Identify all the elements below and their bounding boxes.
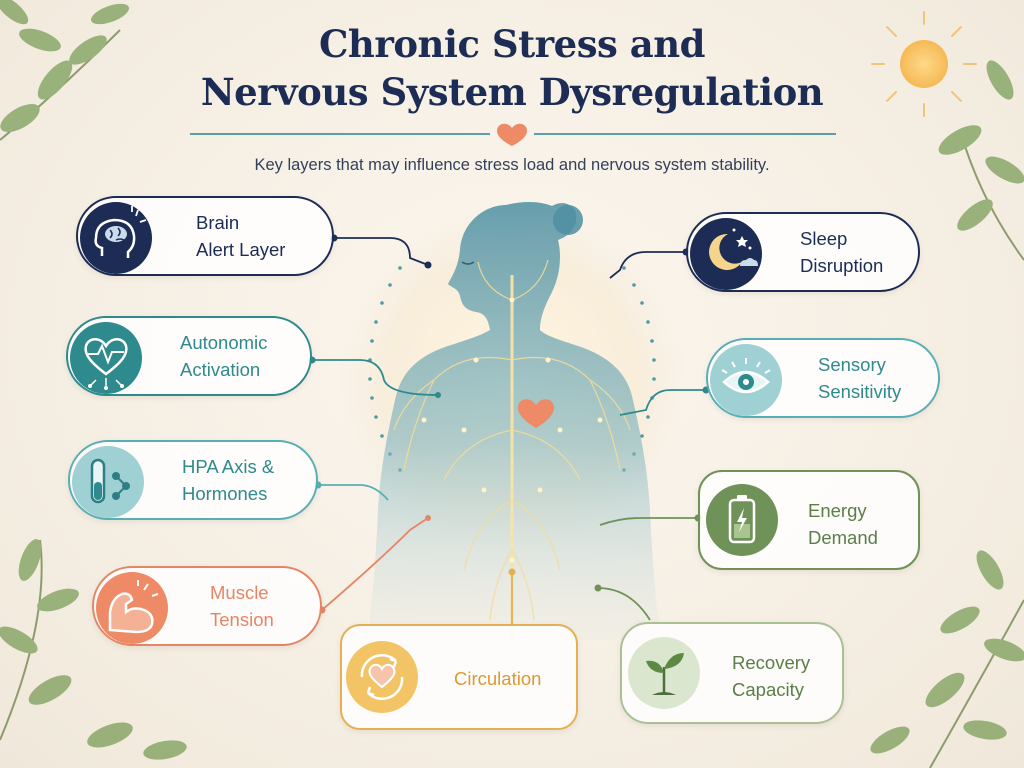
- card-muscle-line-2: Tension: [210, 609, 274, 630]
- card-brain-icon-circle: [80, 202, 152, 274]
- circular-heart-icon: [360, 654, 404, 700]
- card-sleep-line-1: Sleep: [800, 228, 848, 249]
- card-energy-label: Energy Demand: [808, 497, 878, 551]
- leaf-decoration-bottom-right: [870, 550, 1024, 768]
- card-autonomic-label: Autonomic Activation: [180, 329, 267, 383]
- card-sleep-disruption: Sleep Disruption: [686, 212, 920, 292]
- card-muscle-tension: Muscle Tension: [92, 566, 322, 646]
- card-muscle-label: Muscle Tension: [210, 579, 274, 633]
- card-hpa-icon-circle: [72, 446, 144, 518]
- title-rule-right: [534, 133, 836, 135]
- test-tube-molecule-icon: [90, 458, 130, 504]
- card-sleep-label: Sleep Disruption: [800, 225, 883, 279]
- card-energy-line-2: Demand: [808, 527, 878, 548]
- sprout-icon: [646, 653, 684, 695]
- card-brain-label: Brain Alert Layer: [196, 209, 285, 263]
- card-hpa-label: HPA Axis & Hormones: [182, 453, 274, 507]
- leaf-decoration-top-right: [938, 60, 1024, 261]
- card-autonomic-line-2: Activation: [180, 359, 261, 380]
- eye-icon: [721, 358, 771, 394]
- heartbeat-icon: [84, 338, 128, 390]
- card-brain-alert-layer: Brain Alert Layer: [76, 196, 334, 276]
- card-sensory-line-1: Sensory: [818, 354, 886, 375]
- brain-head-icon: [94, 206, 147, 258]
- card-circulation-label: Circulation: [454, 665, 541, 692]
- card-muscle-line-1: Muscle: [210, 582, 269, 603]
- card-muscle-icon-circle: [96, 572, 168, 644]
- card-hpa-line-1: HPA Axis &: [182, 456, 275, 477]
- title-line-1: Chronic Stress and: [318, 22, 706, 66]
- card-circulation: Circulation: [340, 624, 578, 730]
- sun-icon: [871, 11, 977, 117]
- card-hpa-axis-hormones: HPA Axis & Hormones: [68, 440, 318, 520]
- card-sleep-icon-circle: [690, 218, 762, 290]
- card-recovery-icon-circle: [628, 637, 700, 709]
- leaf-decoration-bottom-left: [0, 539, 187, 760]
- card-recovery-label: Recovery Capacity: [732, 649, 810, 703]
- card-circulation-line-1: Circulation: [454, 668, 542, 689]
- moon-stars-icon: [709, 228, 758, 270]
- battery-bolt-icon: [728, 495, 756, 544]
- card-autonomic-activation: Autonomic Activation: [66, 316, 312, 396]
- card-energy-demand: Energy Demand: [698, 470, 920, 570]
- card-recovery-line-2: Capacity: [732, 679, 804, 700]
- card-sensory-sensitivity: Sensory Sensitivity: [706, 338, 940, 418]
- card-circulation-icon-circle: [346, 641, 418, 713]
- card-hpa-line-2: Hormones: [182, 483, 268, 504]
- card-autonomic-icon-circle: [70, 322, 142, 394]
- leaf-decoration-top-left: [0, 0, 129, 141]
- card-brain-line-2: Alert Layer: [196, 239, 286, 260]
- card-autonomic-line-1: Autonomic: [180, 332, 268, 353]
- card-energy-line-1: Energy: [808, 500, 867, 521]
- card-recovery-capacity: Recovery Capacity: [620, 622, 844, 724]
- title-rule-left: [190, 133, 490, 135]
- subtitle: Key layers that may influence stress loa…: [254, 156, 770, 174]
- card-recovery-line-1: Recovery: [732, 652, 811, 673]
- card-sleep-line-2: Disruption: [800, 255, 884, 276]
- flexed-arm-icon: [108, 580, 159, 634]
- card-sensory-line-2: Sensitivity: [818, 381, 902, 402]
- card-sensory-label: Sensory Sensitivity: [818, 351, 901, 405]
- heart-ornament-icon: [497, 123, 527, 146]
- card-sensory-icon-circle: [710, 344, 782, 416]
- card-brain-line-1: Brain: [196, 212, 240, 233]
- title-line-2: Nervous System Dysregulation: [200, 70, 824, 114]
- card-energy-icon-circle: [706, 484, 778, 556]
